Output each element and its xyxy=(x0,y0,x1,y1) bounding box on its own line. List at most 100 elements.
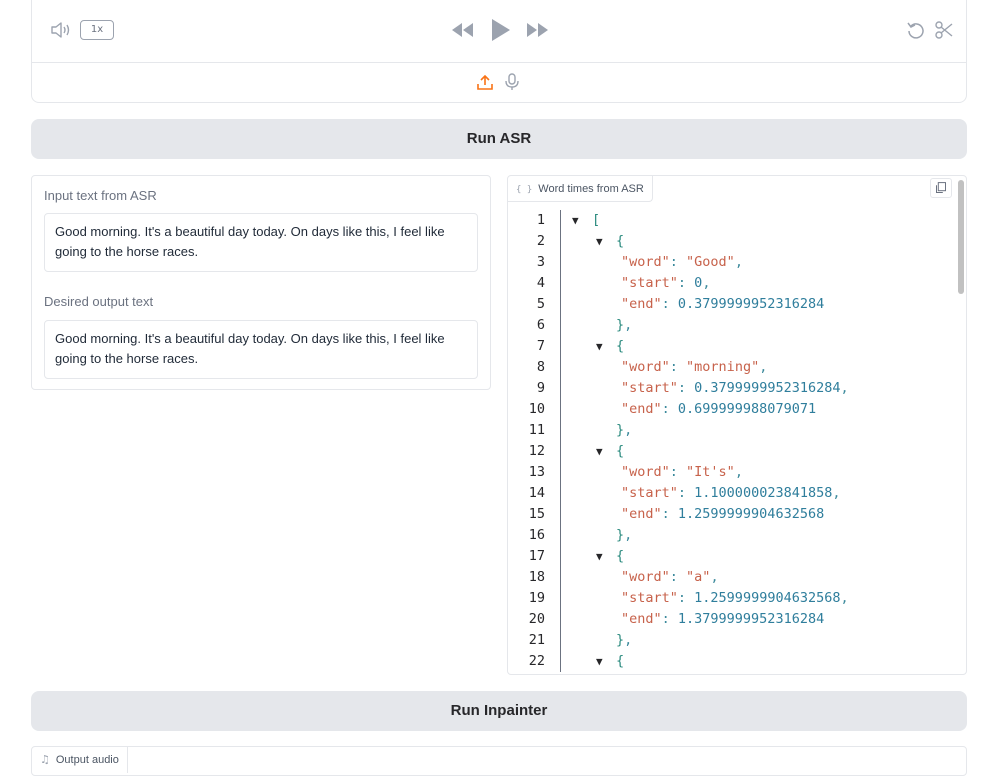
json-object-open: { xyxy=(616,443,625,459)
fast-forward-icon[interactable] xyxy=(526,21,550,39)
json-key: "end" xyxy=(621,611,662,627)
line-number: 2 xyxy=(536,233,545,249)
code-line: 9"start": 0.3799999952316284, xyxy=(508,378,952,399)
json-punc: , xyxy=(624,632,633,648)
input-text-field[interactable]: Good morning. It's a beautiful day today… xyxy=(44,213,478,272)
code-content: { xyxy=(616,651,624,672)
json-object-close: } xyxy=(616,527,625,543)
json-object-open: { xyxy=(616,233,625,249)
json-end-value: 0.699999988079071 xyxy=(677,401,817,417)
code-content: "start": 1.100000023841858, xyxy=(621,483,840,504)
code-content: "word": "a", xyxy=(621,567,719,588)
code-line: 3 "word": "Good", xyxy=(508,252,952,273)
code-line: 16}, xyxy=(508,525,952,546)
json-key: "word" xyxy=(621,254,670,270)
line-number: 20 xyxy=(528,611,545,627)
json-word-value: "Good" xyxy=(686,254,735,270)
text-fields-panel: Input text from ASR Good morning. It's a… xyxy=(31,175,491,390)
code-line: 8"word": "morning", xyxy=(508,357,952,378)
json-punc: , xyxy=(840,590,849,606)
line-number: 1 xyxy=(536,212,545,228)
json-punc: : xyxy=(669,359,687,375)
line-number: 3 xyxy=(536,254,545,270)
json-key: "start" xyxy=(621,485,678,501)
collapse-toggle-icon[interactable]: ▼ xyxy=(596,550,603,563)
code-line: 13"word": "It's", xyxy=(508,462,952,483)
desired-text-label: Desired output text xyxy=(44,294,154,309)
json-punc: , xyxy=(702,275,711,291)
json-key: "word" xyxy=(621,464,670,480)
word-times-label: Word times from ASR xyxy=(538,183,644,195)
json-punc: , xyxy=(624,527,633,543)
code-line: 4"start": 0, xyxy=(508,273,952,294)
scissors-icon[interactable] xyxy=(934,20,954,40)
output-audio-panel: ♫ Output audio xyxy=(31,746,967,776)
line-number: 11 xyxy=(528,422,545,438)
code-content: }, xyxy=(616,315,632,336)
json-object-close: } xyxy=(616,422,625,438)
json-key: "word" xyxy=(621,569,670,585)
input-text-label: Input text from ASR xyxy=(44,188,157,203)
json-end-value: 0.3799999952316284 xyxy=(677,296,825,312)
code-content: }, xyxy=(616,630,632,651)
code-content: "word": "It's", xyxy=(621,462,743,483)
collapse-toggle-icon[interactable]: ▼ xyxy=(596,235,603,248)
line-number: 7 xyxy=(536,338,545,354)
line-number: 18 xyxy=(528,569,545,585)
playback-speed-button[interactable]: 1x xyxy=(80,20,114,40)
json-punc: : xyxy=(669,254,687,270)
json-key: "start" xyxy=(621,380,678,396)
collapse-toggle-icon[interactable]: ▼ xyxy=(596,655,603,668)
output-audio-label: Output audio xyxy=(55,754,119,766)
word-times-panel: { }Word times from ASR 1▼[2▼{3"word": "G… xyxy=(507,175,967,675)
music-note-icon: ♫ xyxy=(40,753,50,766)
line-number: 12 xyxy=(528,443,545,459)
json-punc: : xyxy=(669,569,687,585)
word-times-tab: { }Word times from ASR xyxy=(508,176,653,202)
json-punc: : xyxy=(677,590,695,606)
undo-icon[interactable] xyxy=(906,20,926,40)
code-line: 15"end": 1.2599999904632568 xyxy=(508,504,952,525)
json-word-value: "a" xyxy=(686,569,711,585)
desired-text-field[interactable]: Good morning. It's a beautiful day today… xyxy=(44,320,478,379)
line-number: 15 xyxy=(528,506,545,522)
collapse-toggle-icon[interactable]: ▼ xyxy=(596,445,603,458)
play-icon[interactable] xyxy=(488,17,512,43)
rewind-icon[interactable] xyxy=(450,21,474,39)
json-start-value: 1.100000023841858 xyxy=(694,485,833,501)
code-line: 7 ▼ { xyxy=(508,336,952,357)
json-object-close: } xyxy=(616,317,625,333)
json-key: "start" xyxy=(621,275,678,291)
microphone-icon[interactable] xyxy=(504,73,520,91)
code-line: 22▼{ xyxy=(508,651,952,672)
json-punc: : xyxy=(677,380,695,396)
code-line: 6}, xyxy=(508,315,952,336)
copy-icon[interactable] xyxy=(930,178,952,198)
line-number: 5 xyxy=(536,296,545,312)
line-number: 9 xyxy=(536,380,545,396)
json-key: "end" xyxy=(621,401,662,417)
json-punc: , xyxy=(734,254,743,270)
code-line: 14 "start": 1.100000023841858, xyxy=(508,483,952,504)
run-inpainter-button[interactable]: Run Inpainter xyxy=(31,691,967,731)
json-start-value: 1.2599999904632568 xyxy=(694,590,841,606)
code-line: 10"end": 0.699999988079071 xyxy=(508,399,952,420)
json-punc: , xyxy=(710,569,719,585)
code-line: 21}, xyxy=(508,630,952,651)
code-content: "word": "morning", xyxy=(621,357,767,378)
collapse-toggle-icon[interactable]: ▼ xyxy=(572,214,579,227)
line-number: 14 xyxy=(528,485,545,501)
json-end-value: 1.2599999904632568 xyxy=(677,506,825,522)
code-line: 17▼{ xyxy=(508,546,952,567)
json-object-open: { xyxy=(616,338,625,354)
run-asr-button[interactable]: Run ASR xyxy=(31,119,967,159)
indent-guide xyxy=(560,210,561,672)
collapse-toggle-icon[interactable]: ▼ xyxy=(596,340,603,353)
volume-icon[interactable] xyxy=(50,21,72,39)
upload-icon[interactable] xyxy=(476,73,494,91)
line-number: 16 xyxy=(528,527,545,543)
json-punc: , xyxy=(759,359,768,375)
scrollbar[interactable] xyxy=(958,180,964,294)
json-punc: , xyxy=(840,380,849,396)
json-key: "start" xyxy=(621,590,678,606)
